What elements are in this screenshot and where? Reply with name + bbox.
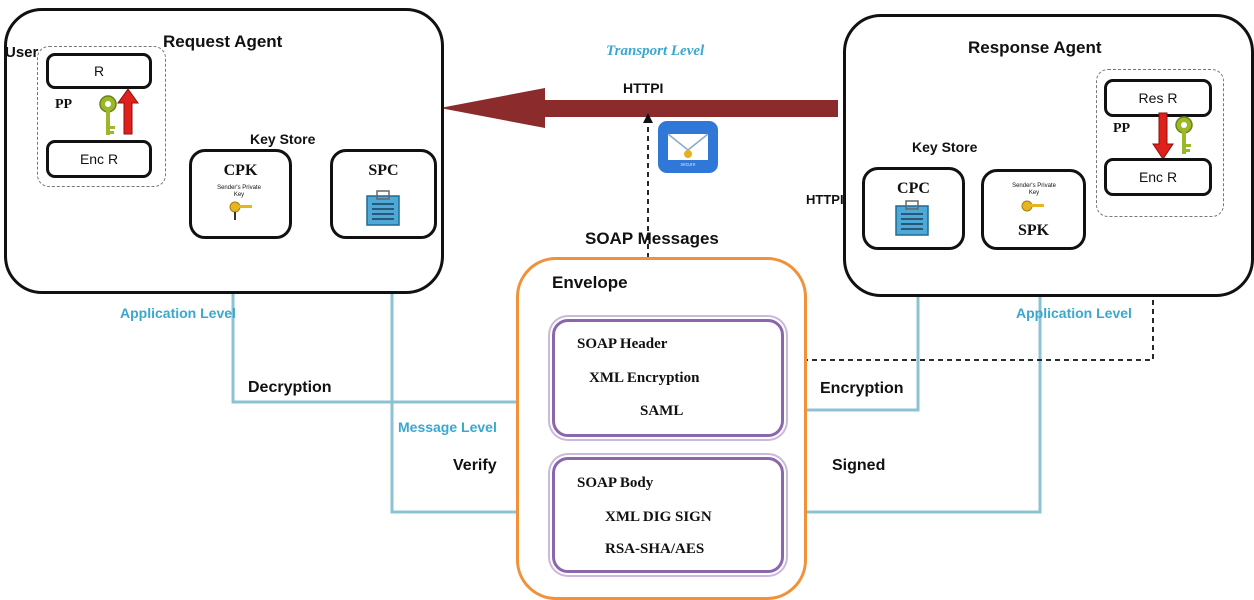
soap-header-line2: SAML xyxy=(640,403,684,419)
soap-messages-label: SOAP Messages xyxy=(585,229,719,248)
decryption-flow-line xyxy=(231,248,525,404)
spc-label: SPC xyxy=(368,162,399,179)
spk-key-icon xyxy=(1021,200,1044,212)
transport-level-label: Transport Level xyxy=(606,43,705,59)
signed-flow-line xyxy=(800,246,1042,514)
response-res-r-box: Res R xyxy=(1104,79,1212,117)
secure-mail-icon: secure xyxy=(658,121,718,173)
spc-box: SPC xyxy=(330,149,437,239)
spk-label: SPK xyxy=(1017,222,1050,239)
user-label: User xyxy=(5,44,39,61)
request-red-up-arrow xyxy=(117,88,139,135)
soap-header-line1: XML Encryption xyxy=(589,370,700,386)
cpc-certificate-icon xyxy=(895,200,929,236)
application-level-right-label: Application Level xyxy=(1016,305,1132,321)
httpi-top-label: HTTPI xyxy=(623,80,664,96)
signed-label: Signed xyxy=(832,457,886,474)
request-agent-title: Request Agent xyxy=(163,32,283,51)
soap-to-transport-arrowhead xyxy=(643,113,653,123)
soap-body-line1: XML DIG SIGN xyxy=(605,509,712,525)
spk-key-caption: Sender's Private Key xyxy=(1012,183,1056,196)
decryption-label: Decryption xyxy=(248,379,332,396)
response-key-store-label: Key Store xyxy=(912,139,978,155)
mail-icon-caption: secure xyxy=(680,162,696,168)
response-key-icon xyxy=(1175,116,1193,154)
soap-body-line2: RSA-SHA/AES xyxy=(605,541,705,557)
request-enc-r-box: Enc R xyxy=(46,140,152,178)
request-pp-group xyxy=(37,46,166,187)
cpk-key-icon xyxy=(229,201,252,220)
request-key-store-label: Key Store xyxy=(250,131,316,147)
request-pp-label: PP xyxy=(55,97,73,112)
cpk-key-caption: Sender's Private Key xyxy=(217,185,261,198)
message-level-label: Message Level xyxy=(398,419,497,435)
response-enc-r-box: Enc R xyxy=(1104,158,1212,196)
spk-box: Sender's Private Key SPK xyxy=(981,169,1086,250)
cpc-box: CPC xyxy=(862,167,965,250)
response-agent-title: Response Agent xyxy=(968,38,1102,57)
transport-arrow xyxy=(440,88,838,128)
response-red-down-arrow xyxy=(1152,112,1174,160)
cpk-label: CPK xyxy=(223,162,258,179)
verify-flow-line xyxy=(390,246,560,514)
response-pp-group xyxy=(1096,69,1224,217)
envelope-label: Envelope xyxy=(552,273,628,292)
request-key-icon xyxy=(99,95,117,135)
application-level-left-label: Application Level xyxy=(120,305,236,321)
httpi-right-label: HTTPI xyxy=(806,192,844,207)
soap-body-title: SOAP Body xyxy=(577,475,654,491)
soap-body-box: SOAP Body XML DIG SIGN RSA-SHA/AES xyxy=(552,457,784,573)
spc-certificate-icon xyxy=(366,190,400,226)
soap-header-box: SOAP Header XML Encryption SAML xyxy=(552,319,784,437)
request-r-box: R xyxy=(46,53,152,89)
encryption-flow-line xyxy=(788,246,920,412)
encryption-label: Encryption xyxy=(820,380,904,397)
cpk-box: CPK Sender's Private Key xyxy=(189,149,292,239)
response-pp-label: PP xyxy=(1113,121,1131,136)
verify-label: Verify xyxy=(453,457,497,474)
soap-header-title: SOAP Header xyxy=(577,336,668,352)
cpc-label: CPC xyxy=(897,180,930,197)
